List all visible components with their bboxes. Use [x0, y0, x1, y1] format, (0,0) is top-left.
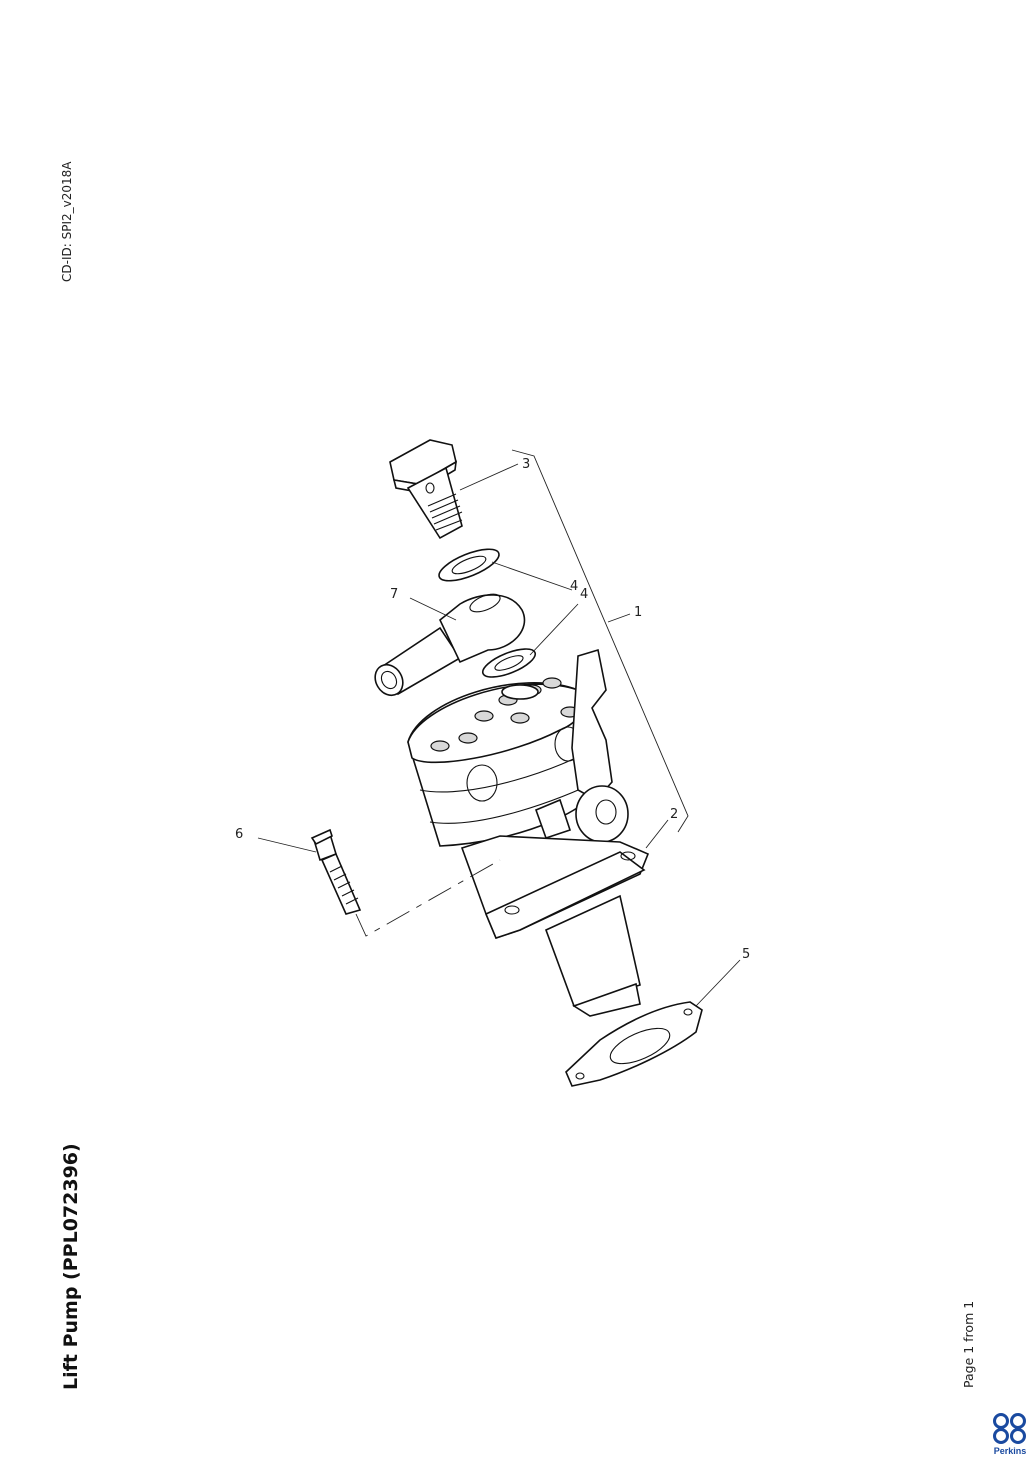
perkins-logo: Perkins: [993, 1413, 1027, 1456]
callout-6: 6: [235, 827, 243, 842]
callout-4-upper: 4: [570, 579, 578, 594]
sealing-washer-lower: [481, 648, 537, 678]
assembly-bracket: [511, 449, 689, 833]
callout-5: 5: [742, 947, 750, 962]
flange-gasket-part: [565, 1001, 703, 1087]
alignment-dashed-line: [355, 859, 501, 937]
flange-screw-part: [310, 828, 362, 915]
callout-3: 3: [522, 457, 530, 472]
callout-1: 1: [634, 605, 642, 620]
logo-wordmark: Perkins: [994, 1446, 1027, 1456]
callout-2: 2: [670, 807, 678, 822]
mounting-flange-part: [460, 835, 650, 1017]
callout-7: 7: [390, 587, 398, 602]
callout-4-lower: 4: [580, 587, 588, 602]
sealing-washer-upper: [438, 548, 500, 582]
banjo-union-part: [374, 593, 526, 697]
banjo-bolt-part: [389, 439, 463, 540]
lift-pump-body: [407, 648, 629, 847]
